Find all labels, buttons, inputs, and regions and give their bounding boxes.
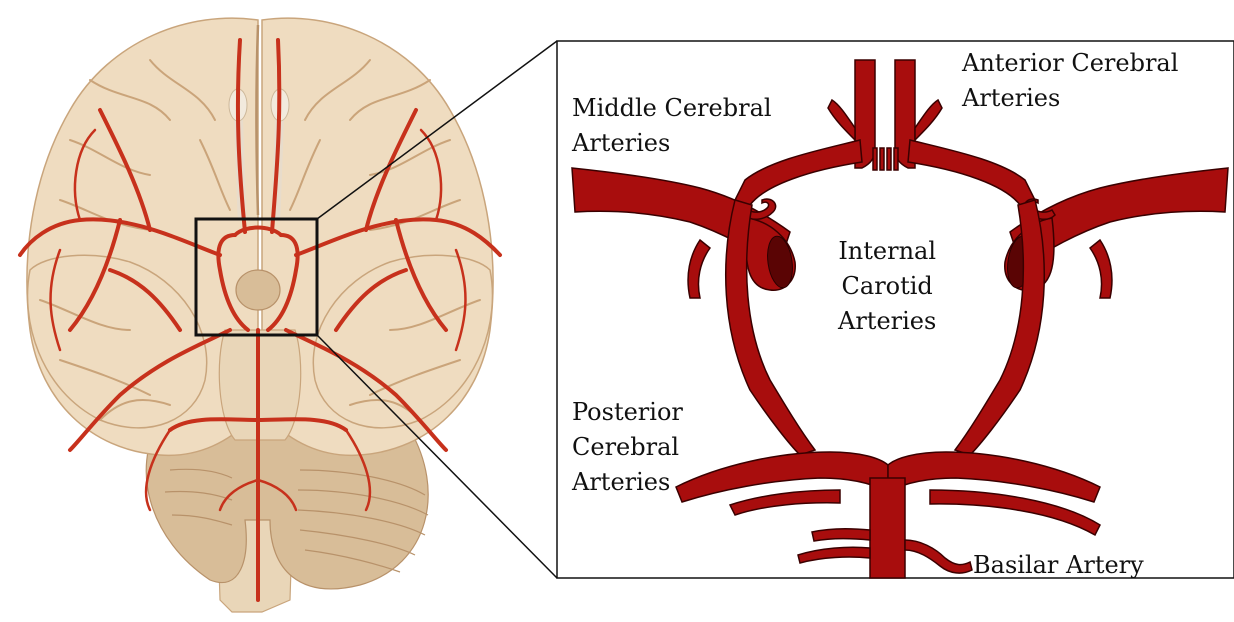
posterior-communicating-right bbox=[955, 200, 1044, 455]
internal-carotid-left bbox=[746, 218, 795, 290]
brain-illustration bbox=[20, 18, 500, 612]
label-line: Posterior bbox=[572, 395, 683, 430]
label-basilar-artery: Basilar Artery bbox=[973, 548, 1144, 583]
label-line: Middle Cerebral bbox=[572, 91, 772, 126]
pontine-branch-left-2 bbox=[798, 547, 870, 563]
anterior-communicating-artery bbox=[873, 148, 898, 170]
label-line: Arteries bbox=[572, 126, 772, 161]
mammillary-region bbox=[236, 270, 280, 310]
mca-small-branch-right bbox=[1090, 240, 1112, 298]
pca-branch-left bbox=[730, 490, 840, 515]
label-posterior-cerebral-arteries: Posterior Cerebral Arteries bbox=[572, 395, 683, 500]
pontine-branch-right-1 bbox=[905, 540, 972, 573]
arch-right bbox=[908, 140, 1035, 205]
label-anterior-cerebral-arteries: Anterior Cerebral Arteries bbox=[962, 46, 1178, 116]
mca-small-branch-left bbox=[688, 240, 710, 298]
aca-branch-right bbox=[915, 100, 942, 140]
label-line: Arteries bbox=[962, 81, 1178, 116]
label-line: Arteries bbox=[572, 465, 683, 500]
label-line: Internal bbox=[838, 234, 936, 269]
label-line: Basilar Artery bbox=[973, 548, 1144, 583]
label-internal-carotid-arteries: Internal Carotid Arteries bbox=[838, 234, 936, 339]
pontine-branch-left-1 bbox=[812, 529, 870, 541]
basilar-artery bbox=[870, 478, 905, 578]
label-line: Cerebral bbox=[572, 430, 683, 465]
label-line: Anterior Cerebral bbox=[962, 46, 1178, 81]
aca-branch-left bbox=[828, 100, 855, 140]
label-line: Carotid bbox=[838, 269, 936, 304]
label-middle-cerebral-arteries: Middle Cerebral Arteries bbox=[572, 91, 772, 161]
label-line: Arteries bbox=[838, 304, 936, 339]
